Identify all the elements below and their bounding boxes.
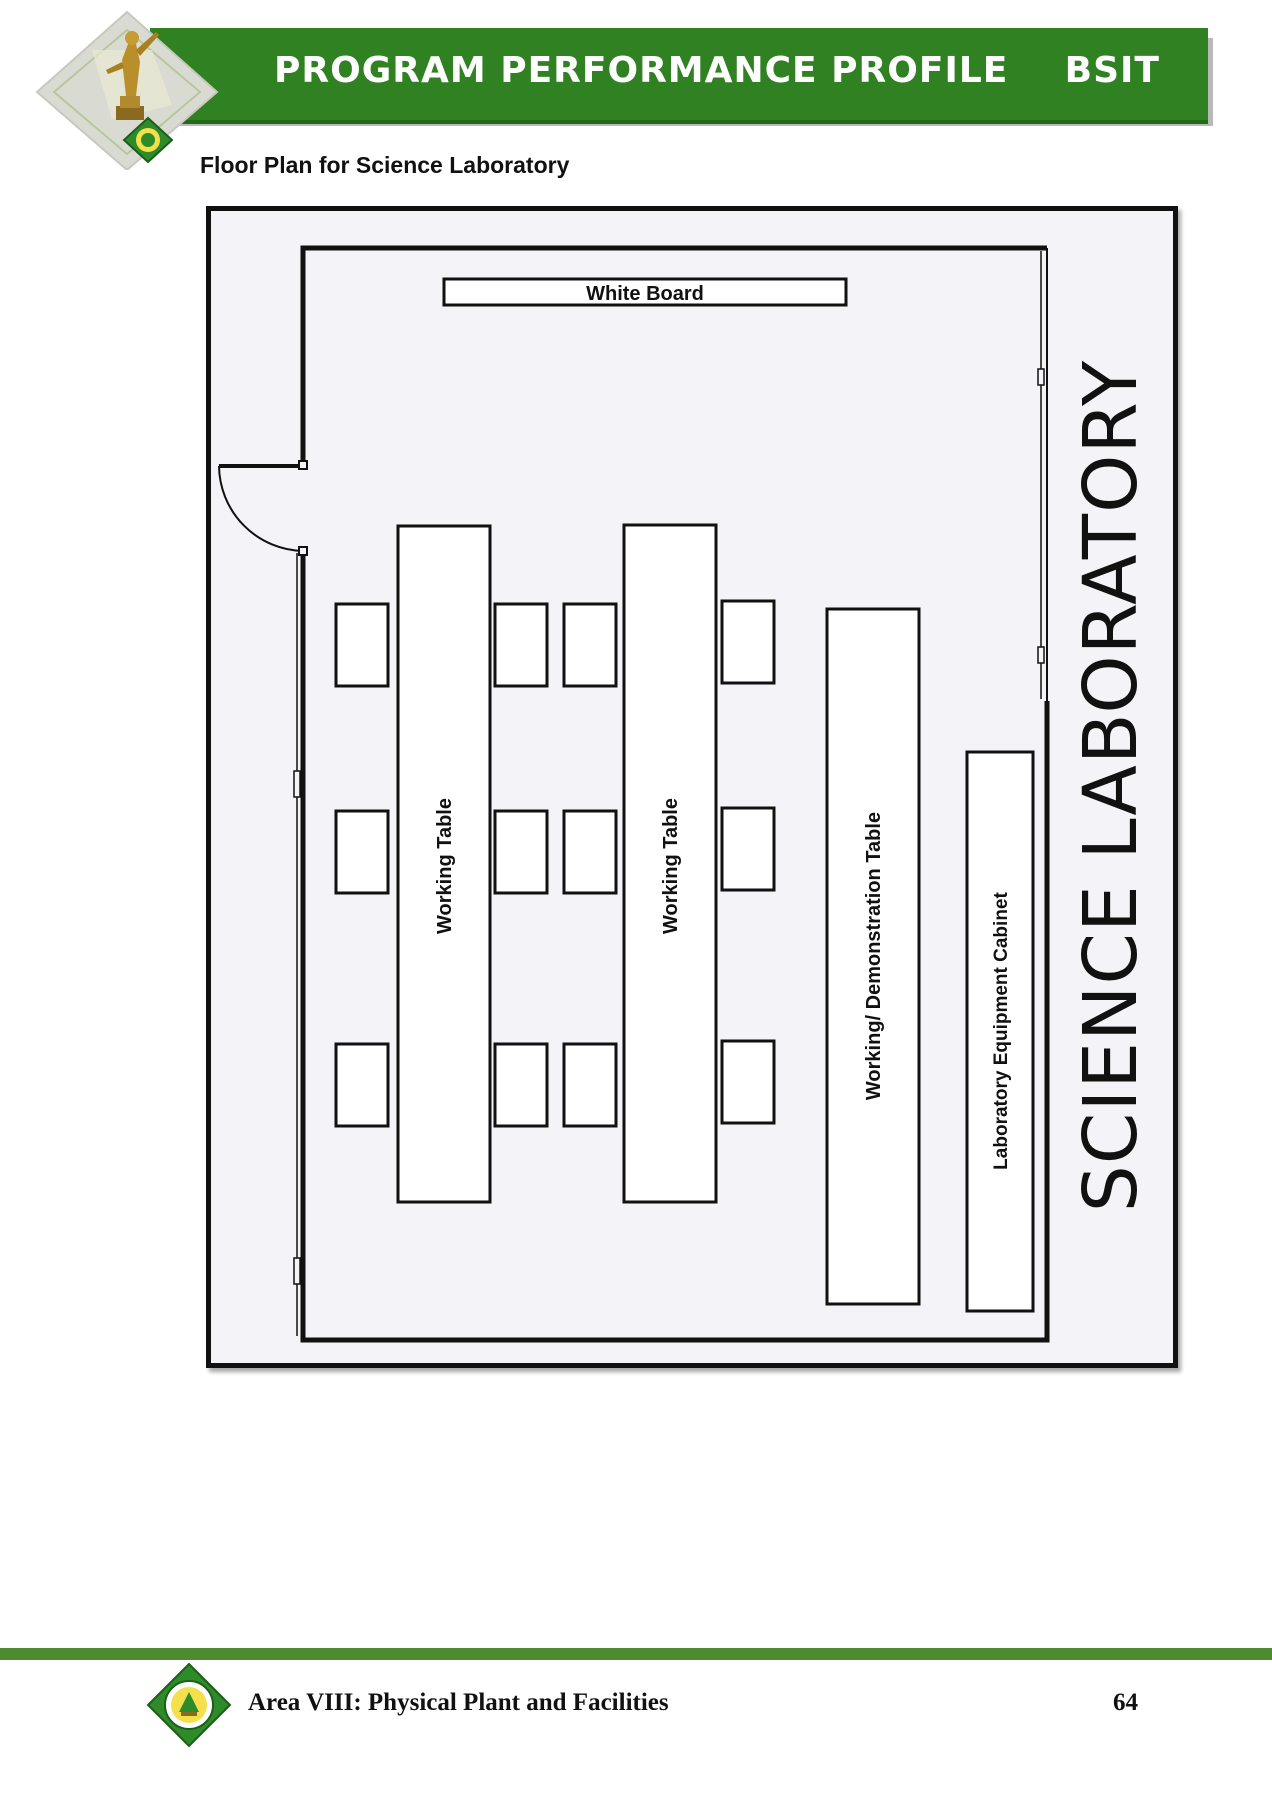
chair-icon [562,602,618,688]
chair-icon [562,809,618,895]
footer-area-text: Area VIII: Physical Plant and Facilities [248,1689,669,1716]
chair-icon [334,1042,390,1128]
floor-plan-drawing: White Board Working Table Working Table … [218,245,1154,1343]
demonstration-table-label: Working/ Demonstration Table [863,812,885,1100]
university-seal-icon [146,1662,232,1748]
room-name: SCIENCE LABORATORY [1068,360,1154,1212]
equipment-cabinet [965,750,1035,1313]
wall-right-bottom [300,553,1050,1343]
window-mark-4 [293,1257,301,1285]
white-board-label: White Board [586,283,704,305]
chair-icon [493,1042,549,1128]
door-swing-icon [218,460,308,556]
demonstration-table [825,607,921,1306]
program-code: BSIT [1064,50,1160,91]
footer-bar [0,1648,1272,1660]
statue-icon [106,31,159,120]
university-seal-icon [35,10,219,170]
window-mark-3 [293,770,301,798]
working-table-2-label: Working Table [660,798,682,934]
chair-icon [493,602,549,688]
header-band: PROGRAM PERFORMANCE PROFILE BSIT [150,28,1208,124]
working-table-2 [622,523,718,1204]
working-table-1 [396,524,492,1204]
wall-top-left [300,245,1047,464]
floor-plan-frame: White Board Working Table Working Table … [206,206,1178,1368]
chair-icon [334,602,390,688]
window-mark-1 [1037,368,1045,386]
window-mark-2 [1037,646,1045,664]
chair-icon [720,599,776,685]
page-title: Floor Plan for Science Laboratory [200,152,570,178]
chair-icon [562,1042,618,1128]
page-number: 64 [1113,1689,1138,1716]
working-table-1-label: Working Table [434,798,456,934]
white-board [442,277,848,307]
equipment-cabinet-label: Laboratory Equipment Cabinet [991,892,1012,1170]
chair-icon [720,1039,776,1125]
chair-icon [493,809,549,895]
small-seal-icon [122,116,174,164]
header-title: PROGRAM PERFORMANCE PROFILE [274,50,1009,91]
chair-icon [720,806,776,892]
chairs [334,599,776,1128]
chair-icon [334,809,390,895]
